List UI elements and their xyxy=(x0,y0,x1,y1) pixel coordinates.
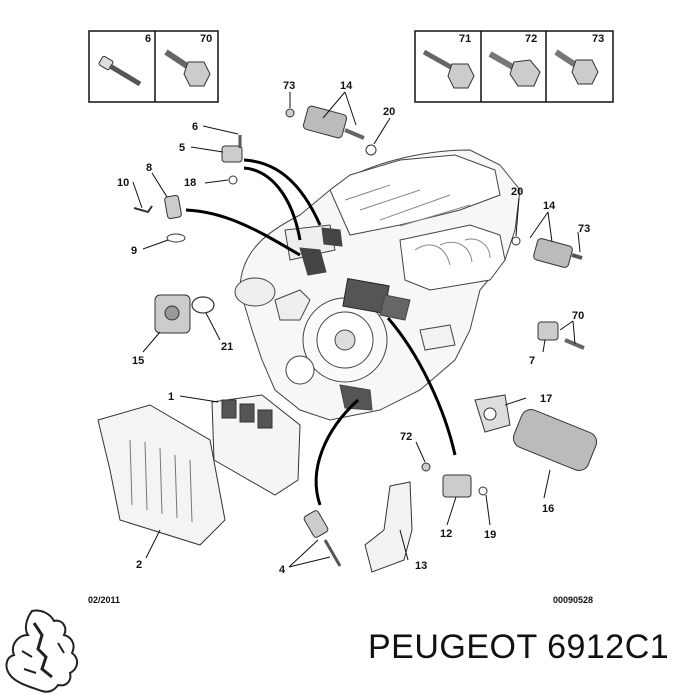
callout-9: 9 xyxy=(131,245,137,257)
bracket-2 xyxy=(97,404,226,546)
callout-6: 6 xyxy=(192,121,198,133)
callout-16: 16 xyxy=(542,503,554,515)
sensor-12 xyxy=(421,462,488,498)
callout-72: 72 xyxy=(400,431,412,443)
callout-14-right: 14 xyxy=(543,200,556,212)
screw-6-icon xyxy=(98,55,142,87)
screw-73-icon xyxy=(554,49,599,85)
callout-14-top: 14 xyxy=(340,80,353,92)
box-label-70: 70 xyxy=(200,33,212,45)
diagram-date: 02/2011 xyxy=(88,595,120,605)
diagram-reference: 00090528 xyxy=(553,595,593,605)
screw-71-icon xyxy=(422,49,475,89)
brand-part-number: PEUGEOT 6912C1 xyxy=(368,628,670,666)
callout-73-right: 73 xyxy=(578,223,590,235)
wiring-harness xyxy=(185,158,457,506)
callout-5: 5 xyxy=(179,142,185,154)
screw-70-icon xyxy=(164,49,211,87)
sensor-7 xyxy=(537,321,585,350)
callout-1: 1 xyxy=(168,391,174,403)
box-label-73: 73 xyxy=(592,33,604,45)
callout-70: 70 xyxy=(572,310,584,322)
callout-15: 15 xyxy=(132,355,144,367)
bracket-13 xyxy=(364,481,413,573)
callout-19: 19 xyxy=(484,529,496,541)
callout-73-top: 73 xyxy=(283,80,295,92)
valve-15 xyxy=(154,294,215,334)
engine-block xyxy=(234,149,521,421)
sensor-5 xyxy=(221,135,243,185)
callout-20-top: 20 xyxy=(383,106,395,118)
sensor-4 xyxy=(303,510,342,567)
screw-72-icon xyxy=(488,51,541,87)
box-label-71: 71 xyxy=(459,33,471,45)
callout-4: 4 xyxy=(279,564,286,576)
solenoid-right xyxy=(511,236,583,268)
sensor-8 xyxy=(133,194,186,243)
box-label-6: 6 xyxy=(145,33,151,45)
callout-labels: 73 14 20 6 5 8 10 18 9 20 14 73 70 7 15 … xyxy=(117,80,590,576)
callout-10: 10 xyxy=(117,177,129,189)
box-label-72: 72 xyxy=(525,33,537,45)
callout-21: 21 xyxy=(221,341,233,353)
leader-lines xyxy=(132,91,581,568)
fastener-box-left: 6 70 xyxy=(88,30,219,103)
peugeot-lion-logo-icon xyxy=(5,609,78,693)
callout-20-right: 20 xyxy=(511,186,523,198)
ecu-1 xyxy=(211,394,301,496)
actuator-16 xyxy=(474,394,598,472)
solenoid-top xyxy=(285,105,377,156)
callout-2: 2 xyxy=(136,559,142,571)
callout-12: 12 xyxy=(440,528,452,540)
fastener-box-right: 71 72 73 xyxy=(414,30,614,103)
callout-8: 8 xyxy=(146,162,152,174)
callout-18: 18 xyxy=(184,177,196,189)
callout-13: 13 xyxy=(415,560,427,572)
callout-7: 7 xyxy=(529,355,535,367)
callout-17: 17 xyxy=(540,393,552,405)
